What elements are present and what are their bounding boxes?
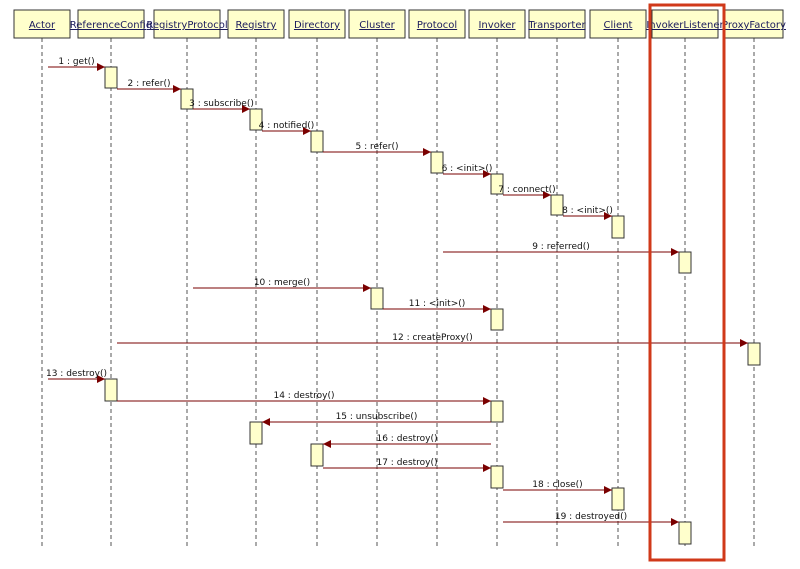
- activation-bar-registryprotocol: [180, 88, 194, 110]
- lifeline-referenceconfig: ReferenceConfig: [70, 9, 152, 548]
- message-13: 13 : destroy(): [46, 369, 107, 383]
- activation-bar-referenceconfig: [104, 66, 118, 89]
- activation-bar-client: [611, 215, 625, 239]
- lifeline-invokerlistener-label: InvokerListener: [646, 20, 724, 31]
- message-11-label: 11 : <init>(): [409, 299, 466, 309]
- lifeline-registryprotocol-box: [153, 9, 221, 39]
- message-10: 10 : merge(): [193, 278, 371, 292]
- activation-bar-client: [611, 487, 625, 511]
- lifeline-invoker-label: Invoker: [478, 20, 516, 31]
- message-6: 6 : <init>(): [442, 164, 493, 178]
- lifeline-actor-box: [13, 9, 71, 39]
- message-3: 3 : subscribe(): [189, 99, 254, 113]
- message-3-label: 3 : subscribe(): [189, 99, 254, 109]
- lifeline-client-label: Client: [604, 20, 633, 31]
- lifeline-proxyfactory-label: ProxyFactory: [722, 20, 786, 31]
- message-1: 1 : get(): [48, 57, 105, 71]
- lifeline-protocol-box: [408, 9, 466, 39]
- message-9-label: 9 : referred(): [532, 242, 590, 252]
- activation-bar-protocol: [430, 151, 444, 174]
- lifeline-client-box: [589, 9, 647, 39]
- activation-bar-cluster: [370, 287, 384, 310]
- message-11: 11 : <init>(): [383, 299, 491, 313]
- lifeline-client: Client: [589, 9, 647, 548]
- message-8: 8 : <init>(): [562, 206, 613, 220]
- lifeline-registryprotocol-label: RegistryProtocol: [146, 20, 227, 31]
- message-10-label: 10 : merge(): [254, 278, 310, 288]
- message-17: 17 : destroy(): [323, 458, 491, 472]
- lifeline-invokerlistener: InvokerListener: [646, 9, 725, 548]
- activation-bar-directory: [310, 130, 324, 153]
- lifeline-proxyfactory-box: [724, 9, 784, 39]
- lifeline-registry-label: Registry: [236, 20, 277, 31]
- activation-bar-invokerlistener: [678, 521, 692, 545]
- activation-bar-transporter: [550, 194, 564, 216]
- activation-bars: [104, 66, 761, 545]
- activation-bar-invoker: [490, 173, 504, 195]
- message-16: 16 : destroy(): [323, 434, 491, 448]
- message-12-label: 12 : createProxy(): [392, 333, 472, 343]
- message-4: 4 : notified(): [259, 121, 315, 135]
- lifeline-directory: Directory: [288, 9, 346, 548]
- message-15: 15 : unsubscribe(): [262, 412, 491, 426]
- message-4-label: 4 : notified(): [259, 121, 315, 131]
- activation-bar-invoker: [490, 400, 504, 423]
- lifeline-registryprotocol: RegistryProtocol: [146, 9, 228, 548]
- message-19-label: 19 : destroyed(): [555, 512, 627, 522]
- lifeline-referenceconfig-label: ReferenceConfig: [70, 20, 152, 31]
- lifeline-cluster-label: Cluster: [359, 20, 395, 31]
- message-13-label: 13 : destroy(): [46, 369, 107, 379]
- lifeline-invokerlistener-box: [651, 9, 719, 39]
- lifeline-protocol: Protocol: [408, 9, 466, 548]
- message-14-label: 14 : destroy(): [273, 391, 334, 401]
- lifeline-registry-box: [227, 9, 285, 39]
- lifeline-transporter: Transporter: [527, 9, 586, 548]
- lifeline-cluster-box: [348, 9, 406, 39]
- message-7: 7 : connect(): [498, 185, 556, 199]
- activation-bar-proxyfactory: [747, 342, 761, 366]
- lifeline-actor-label: Actor: [29, 20, 56, 31]
- message-12: 12 : createProxy(): [117, 333, 748, 347]
- invokerlistener-highlight-box: [648, 3, 726, 562]
- lifeline-protocol-label: Protocol: [417, 20, 457, 31]
- lifeline-actor: Actor: [13, 9, 71, 548]
- message-14: 14 : destroy(): [117, 391, 491, 405]
- activation-bar-invokerlistener: [678, 251, 692, 274]
- message-19: 19 : destroyed(): [503, 512, 679, 526]
- message-2: 2 : refer(): [117, 79, 181, 93]
- activation-bar-registry: [249, 421, 263, 445]
- message-16-label: 16 : destroy(): [376, 434, 437, 444]
- lifeline-proxyfactory: ProxyFactory: [722, 9, 786, 548]
- lifeline-referenceconfig-box: [77, 9, 145, 39]
- message-7-label: 7 : connect(): [498, 185, 555, 195]
- lifeline-directory-box: [288, 9, 346, 39]
- lifeline-directory-label: Directory: [294, 20, 340, 31]
- message-5: 5 : refer(): [323, 142, 431, 156]
- activation-bar-invoker: [490, 308, 504, 331]
- message-5-label: 5 : refer(): [356, 142, 399, 152]
- messages: 1 : get() 2 : refer() 3 : subscribe() 4 : n…: [46, 57, 748, 526]
- activation-bar-invoker: [490, 465, 504, 489]
- message-8-label: 8 : <init>(): [562, 206, 613, 216]
- message-1-label: 1 : get(): [58, 57, 94, 67]
- activation-bar-directory: [310, 443, 324, 467]
- activation-bar-registry: [249, 108, 263, 131]
- message-18-label: 18 : close(): [532, 480, 582, 490]
- activation-bar-referenceconfig: [104, 378, 118, 402]
- message-9: 9 : referred(): [443, 242, 679, 256]
- message-2-label: 2 : refer(): [128, 79, 171, 89]
- lifeline-transporter-box: [528, 9, 586, 39]
- message-17-label: 17 : destroy(): [376, 458, 437, 468]
- lifeline-invoker: Invoker: [468, 9, 526, 548]
- lifeline-transporter-label: Transporter: [527, 20, 586, 31]
- message-6-label: 6 : <init>(): [442, 164, 493, 174]
- lifeline-invoker-box: [468, 9, 526, 39]
- message-18: 18 : close(): [503, 480, 612, 494]
- message-15-label: 15 : unsubscribe(): [336, 412, 418, 422]
